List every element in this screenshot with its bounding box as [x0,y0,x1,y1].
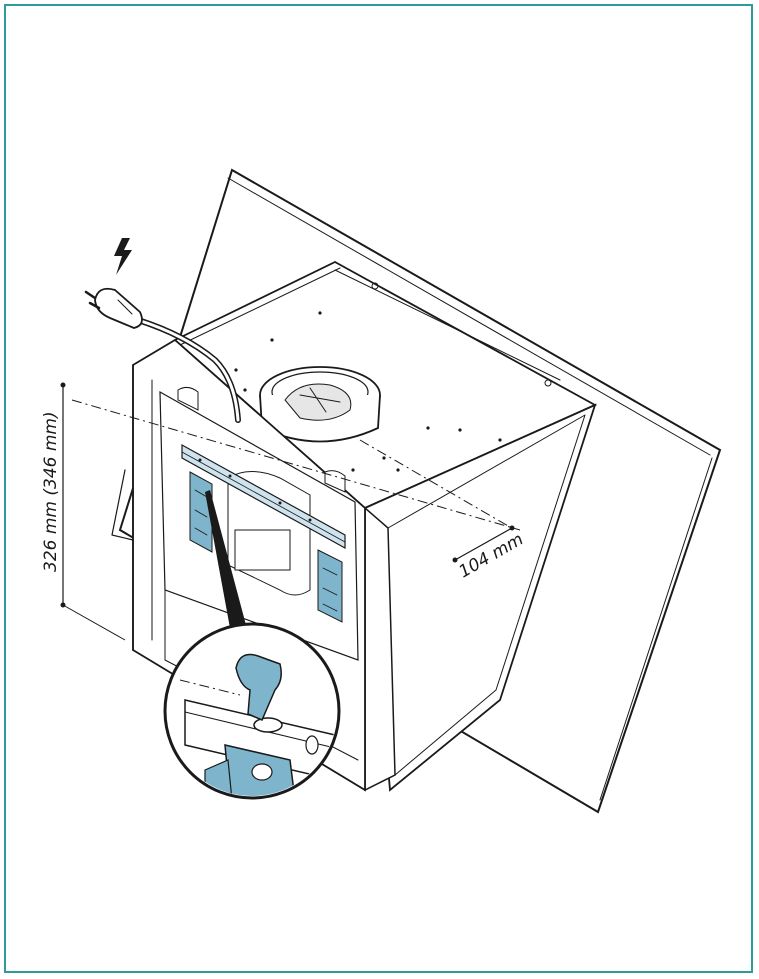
detail-pointer [205,490,246,628]
figure-frame [4,4,753,973]
power-cable [135,317,241,423]
bracket-detail-circle [163,622,341,800]
center-lines [71,399,521,531]
lightning-icon [114,238,132,275]
vertical-dimension [60,382,126,641]
duct-outlet [259,366,381,443]
vertical-dimension-label: 326 mm (346 mm) [41,411,61,572]
power-plug-icon [84,287,143,329]
mounting-rail [181,443,346,623]
top-tabs [177,386,346,493]
horizontal-dimension [452,525,515,563]
